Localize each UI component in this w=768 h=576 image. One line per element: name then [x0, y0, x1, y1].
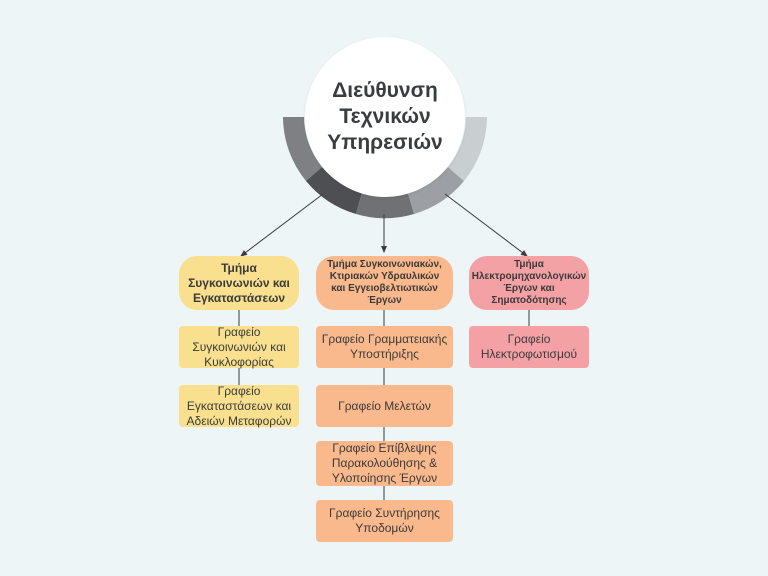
root-node: Διεύθυνση Τεχνικών Υπηρεσιών	[305, 37, 465, 197]
ring-segment-4	[408, 167, 464, 214]
department-1-office-2: Γραφείο Εγκαταστάσεων και Αδειών Μεταφορ…	[179, 384, 299, 428]
department-3-head: Τμήμα Ηλεκτρομηχανολογικών Έργων και Σημ…	[469, 256, 589, 310]
connector-root-dept3	[444, 193, 528, 257]
ring-segment-3	[356, 193, 414, 219]
department-2-office-1: Γραφείο Γραμματειακής Υποστήριξης	[316, 326, 453, 368]
root-title: Διεύθυνση Τεχνικών Υπηρεσιών	[327, 79, 443, 154]
ring-segment-1	[283, 117, 322, 181]
department-1-office-1: Γραφείο Συγκοινωνιών και Κυκλοφορίας	[179, 325, 299, 369]
connector-root-dept1	[240, 193, 324, 257]
department-3-office-1: Γραφείο Ηλεκτροφωτισμού	[469, 326, 589, 368]
ring-segment-5	[448, 117, 487, 181]
department-2-head: Τμήμα Συγκοινωνιακών, Κτιριακών Υδραυλικ…	[316, 256, 453, 310]
department-2-office-2: Γραφείο Μελετών	[316, 385, 453, 427]
ring-segment-2	[306, 167, 362, 214]
department-2-office-4: Γραφείο Συντήρησης Υποδομών	[316, 500, 453, 542]
department-2-office-3: Γραφείο Επίβλεψης Παρακολούθησης & Υλοπο…	[316, 441, 453, 486]
root-ring-decoration	[283, 117, 487, 219]
department-1-head: Τμήμα Συγκοινωνιών και Εγκαταστάσεων	[179, 256, 299, 310]
